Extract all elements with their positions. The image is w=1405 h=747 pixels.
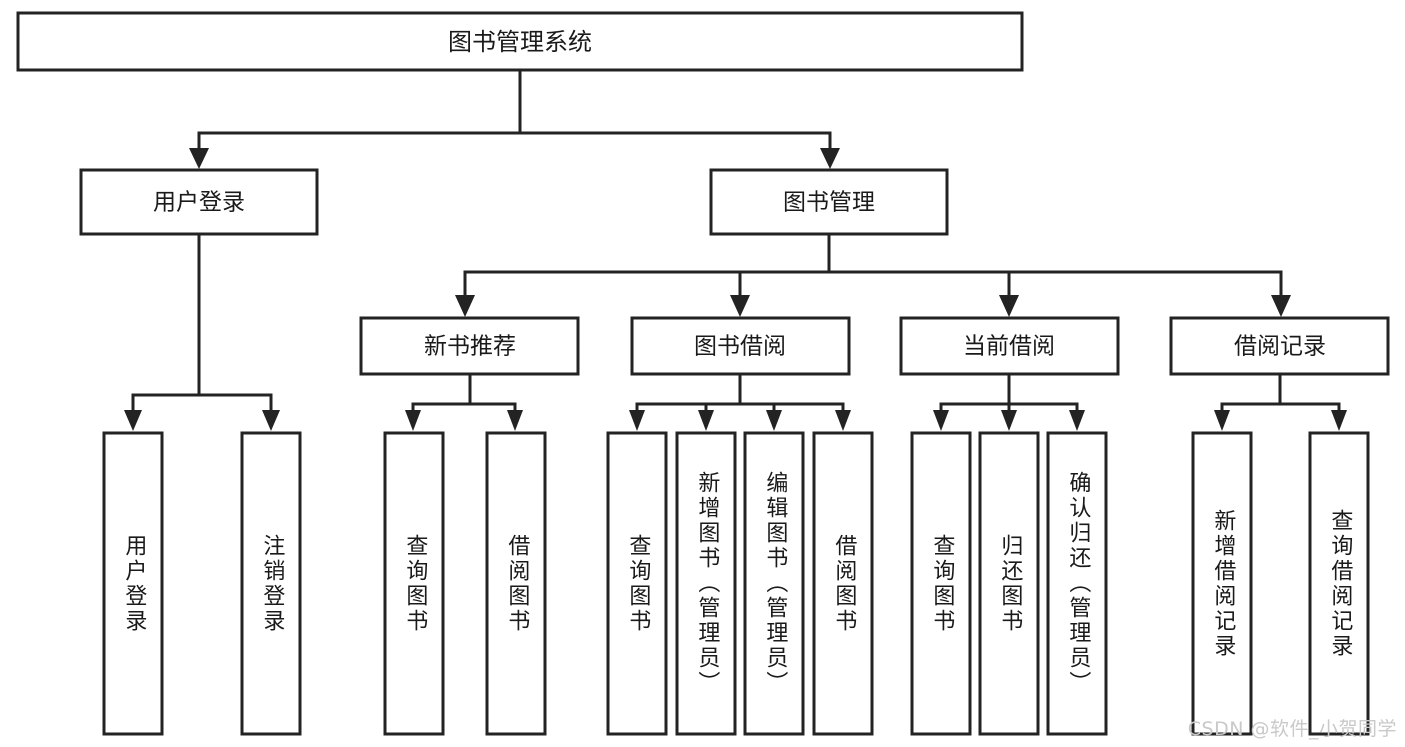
arrowhead-leaf-user-login <box>124 410 142 431</box>
node-leaf-add-record-box[interactable] <box>1191 431 1253 736</box>
connector-book-borrow-to-leaves <box>629 372 851 431</box>
node-leaf-edit-book-box[interactable] <box>743 431 805 736</box>
arrowhead-leaf-query-book-3 <box>933 410 949 431</box>
arrowhead-leaf-borrow-book-2 <box>835 410 851 431</box>
node-leaf-query-book-3-box[interactable] <box>910 431 972 736</box>
node-book-management-label: 图书管理 <box>783 190 875 216</box>
arrowhead-leaf-query-book-2 <box>629 410 645 431</box>
arrowhead-leaf-edit-book <box>766 410 782 431</box>
node-leaf-query-record-box[interactable] <box>1308 431 1370 736</box>
node-leaf-borrow-book-1-box[interactable] <box>485 431 547 736</box>
node-leaf-return-book-box[interactable] <box>978 431 1040 736</box>
arrowhead-current-borrow <box>999 295 1019 317</box>
node-root-box[interactable] <box>16 11 1024 72</box>
arrowhead-leaf-borrow-book-1 <box>507 410 523 431</box>
node-user-login-label: 用户登录 <box>153 190 245 216</box>
node-current-borrow-box[interactable] <box>899 316 1120 376</box>
connector-root-to-level2 <box>189 68 840 169</box>
connector-book-management-to-level3 <box>455 232 1291 317</box>
node-leaf-user-login-box[interactable] <box>102 431 164 736</box>
arrowhead-leaf-query-record <box>1331 410 1347 431</box>
node-borrow-record[interactable]: 借阅记录 <box>1169 316 1390 376</box>
node-leaf-query-book-1-box[interactable] <box>383 431 445 736</box>
arrowhead-borrow-record <box>1271 295 1291 317</box>
connector-current-borrow-to-leaves <box>933 372 1085 431</box>
node-user-login[interactable]: 用户登录 <box>79 168 319 236</box>
node-new-book-recommend-box[interactable] <box>359 316 580 376</box>
arrowhead-leaf-user-logout <box>262 410 280 431</box>
node-current-borrow[interactable]: 当前借阅 <box>899 316 1120 376</box>
connector-new-book-to-leaves <box>405 372 523 431</box>
arrowhead-new-book-recommend <box>455 295 475 317</box>
node-current-borrow-label: 当前借阅 <box>963 334 1055 360</box>
watermark-text: CSDN @软件_小贺同学 <box>1187 718 1397 740</box>
node-leaf-confirm-return-box[interactable] <box>1046 431 1108 736</box>
node-book-management[interactable]: 图书管理 <box>709 168 949 236</box>
node-root-label: 图书管理系统 <box>448 28 592 56</box>
node-borrow-record-label: 借阅记录 <box>1234 334 1326 360</box>
node-leaf-user-logout-box[interactable] <box>240 431 302 736</box>
node-leaf-add-book-box[interactable] <box>675 431 737 736</box>
arrowhead-book-management <box>820 148 840 169</box>
arrowhead-leaf-add-record <box>1214 410 1230 431</box>
node-new-book-recommend-label: 新书推荐 <box>424 334 516 360</box>
node-new-book-recommend[interactable]: 新书推荐 <box>359 316 580 376</box>
arrowhead-leaf-confirm-return <box>1069 410 1085 431</box>
arrowhead-book-borrow <box>730 295 750 317</box>
node-root[interactable]: 图书管理系统 <box>16 11 1024 72</box>
node-book-borrow-label: 图书借阅 <box>694 334 786 360</box>
node-leaf-query-book-2-box[interactable] <box>606 431 668 736</box>
arrowhead-user-login <box>189 148 209 169</box>
node-book-borrow-box[interactable] <box>630 316 851 376</box>
node-book-management-box[interactable] <box>709 168 949 236</box>
arrowhead-leaf-add-book <box>698 410 714 431</box>
connector-borrow-record-to-leaves <box>1214 372 1347 431</box>
node-book-borrow[interactable]: 图书借阅 <box>630 316 851 376</box>
arrowhead-leaf-query-book-1 <box>405 410 421 431</box>
connector-user-login-to-leaves <box>124 232 280 431</box>
node-borrow-record-box[interactable] <box>1169 316 1390 376</box>
node-leaf-borrow-book-2-box[interactable] <box>812 431 874 736</box>
arrowhead-leaf-return-book <box>1001 410 1017 431</box>
